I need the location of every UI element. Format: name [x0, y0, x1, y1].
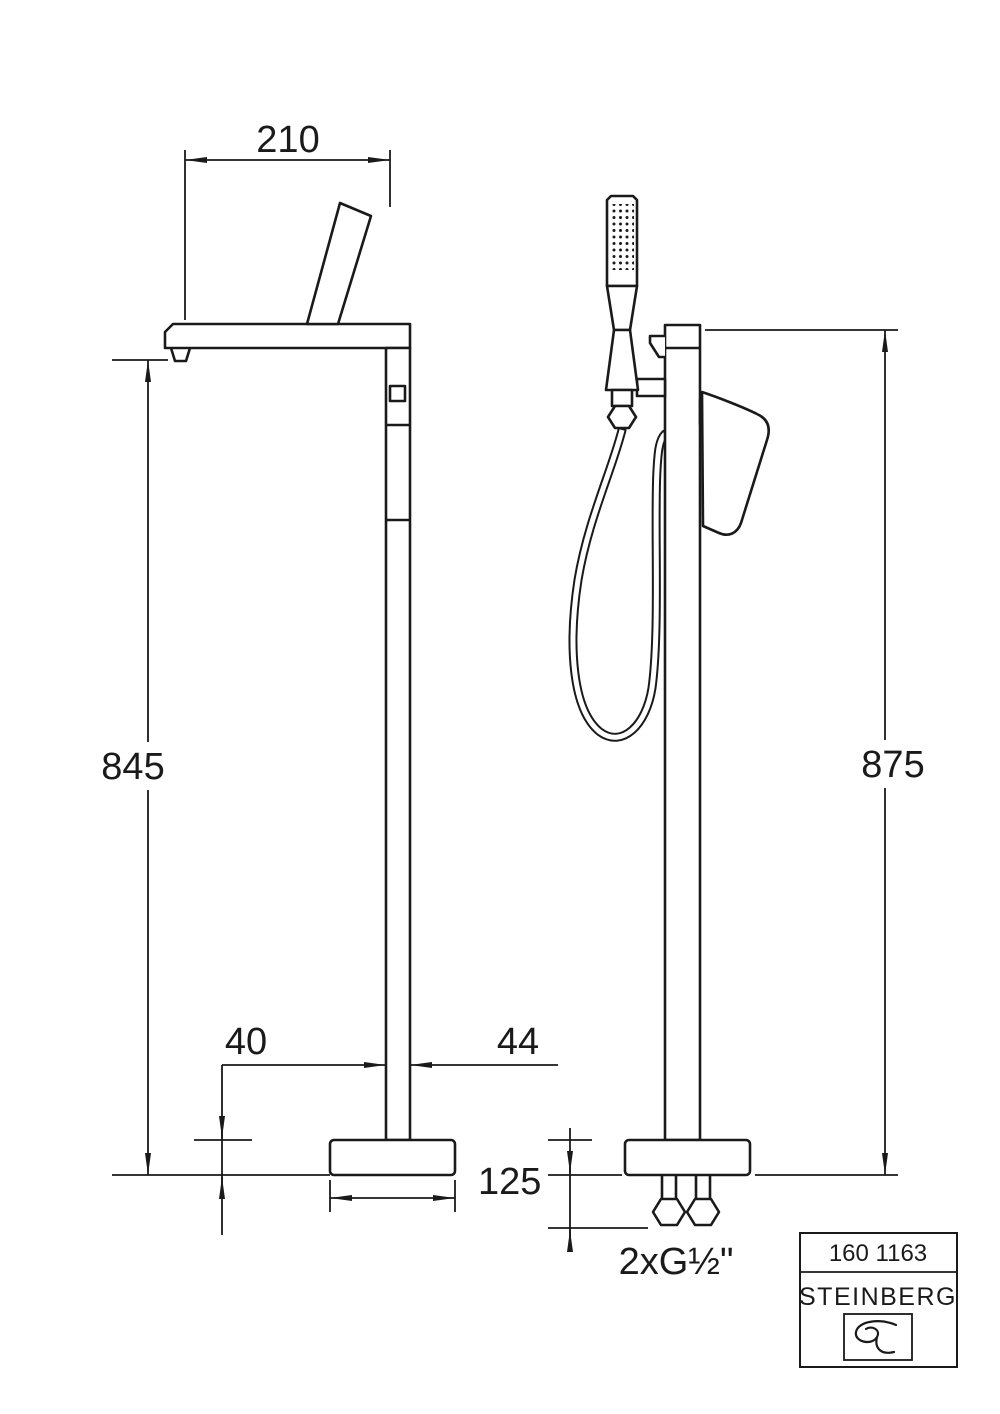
steinberg-logo-icon	[854, 1320, 898, 1354]
hose-connector	[610, 388, 634, 408]
riser-column-side	[663, 323, 702, 1142]
dim-offset-left-label: 40	[225, 1021, 267, 1063]
article-number: 160 1163	[829, 1240, 927, 1267]
handset-spray-face	[611, 204, 634, 270]
dim-height-front-label: 845	[101, 746, 164, 788]
brand-name: STEINBERG	[799, 1283, 957, 1311]
dim-connection-label: 2xG½"	[619, 1241, 734, 1283]
diverter-button	[388, 384, 407, 403]
spout-nozzle-side	[648, 334, 665, 359]
text-mask	[96, 744, 172, 788]
dim-height-side-label: 875	[861, 744, 924, 786]
spout-body	[163, 322, 412, 350]
shower-hose-highlight	[570, 429, 667, 740]
base-plate-side	[623, 1138, 752, 1177]
lever-handle-front	[305, 201, 373, 326]
front-view	[163, 201, 457, 1177]
riser-column-front	[384, 346, 412, 1142]
handset-holder-cone	[604, 328, 640, 392]
dim-spout-reach-label: 210	[256, 119, 319, 161]
base-plate-front	[328, 1138, 457, 1177]
dim-column-width-label: 44	[497, 1021, 539, 1063]
dimension-lines: 210 845 875 40 44 125 2xG½"	[96, 119, 932, 1283]
title-block: 160 1163 STEINBERG	[799, 1232, 958, 1368]
handset-grip	[605, 284, 639, 332]
handset-bracket	[635, 377, 667, 398]
lever-handle-side	[700, 390, 770, 536]
connection-nut	[685, 1197, 721, 1227]
spout-outlet	[169, 347, 192, 363]
side-view	[568, 194, 770, 1227]
text-mask	[854, 742, 932, 786]
hose-nut	[606, 404, 638, 430]
connection-nut	[651, 1197, 687, 1227]
dim-base-width-label: 125	[478, 1161, 541, 1203]
